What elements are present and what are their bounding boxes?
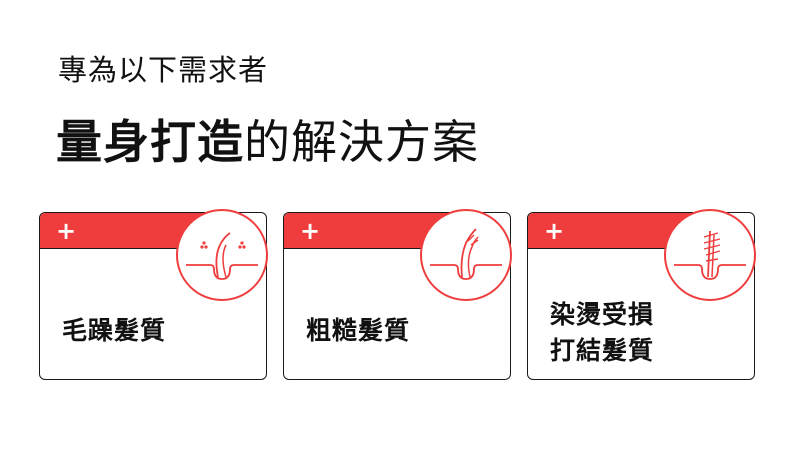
card-rough-hair: + 粗糙髮質	[283, 209, 512, 380]
headline-bold-text: 量身打造	[56, 115, 244, 169]
plus-icon: +	[544, 217, 565, 245]
headline-normal-text: 的解決方案	[244, 115, 479, 169]
card-label: 染燙受損 打結髮質	[550, 300, 655, 365]
card-label: 粗糙髮質	[306, 316, 411, 345]
frizzy-hair-follicle-icon	[176, 209, 268, 301]
page-subtitle: 專為以下需求者	[58, 53, 269, 87]
card-damaged-hair: + 染燙受損 打結髮質	[527, 209, 756, 380]
card-frizzy-hair: + 毛躁髮質	[39, 209, 268, 380]
plus-icon: +	[300, 217, 321, 245]
damaged-hair-follicle-icon	[664, 209, 756, 301]
page-headline: 量身打造的解決方案	[56, 112, 479, 172]
rough-hair-follicle-icon	[420, 209, 512, 301]
plus-icon: +	[56, 217, 77, 245]
card-label: 毛躁髮質	[62, 316, 167, 345]
